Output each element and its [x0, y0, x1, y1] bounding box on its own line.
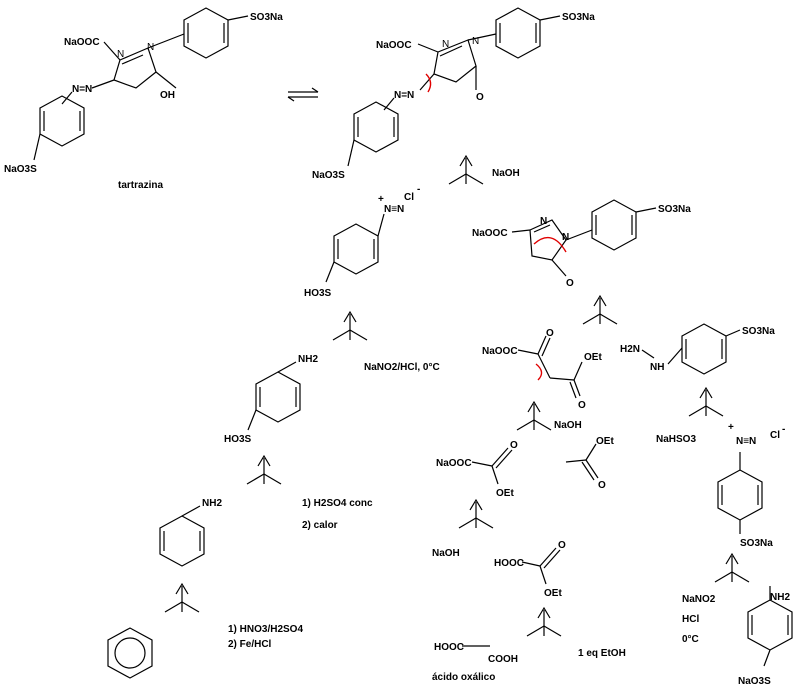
ketoester-structure: NaOOC O OEt O	[482, 328, 602, 411]
middle-step4-arrow	[582, 294, 618, 325]
sodium-ester-salt-label: NaOOC	[436, 458, 472, 469]
pyrazolone-o-label: O	[566, 278, 574, 289]
keto-n2-label: N	[442, 39, 449, 50]
ethyl-acetate-o-label: O	[598, 480, 606, 491]
left-step2-arrow	[246, 454, 282, 485]
monoester-acid-label: HOOC	[494, 558, 524, 569]
ethyl-acetate-structure: OEt O	[565, 436, 614, 491]
benzene-structure	[107, 627, 153, 679]
sulfanilic-diazonium-structure: N≡N + Cl - HO3S	[304, 184, 420, 299]
diazonium-anion-label: Cl	[404, 192, 414, 203]
middle-step3-arrow	[516, 400, 552, 431]
enol-n2-label: N	[117, 49, 124, 60]
keto-carbonyl-o-label: O	[476, 92, 484, 103]
left-step1-reagent-1: 1) HNO3/H2SO4	[228, 624, 303, 635]
hydrazine-nh-label: NH	[650, 362, 664, 373]
right-sulfanilate-structure: NH2 NaO3S	[738, 586, 793, 687]
hydrazine-h2n-label: H2N	[620, 344, 640, 355]
pyrazolone-structure: N N NaOOC O SO3Na	[472, 199, 691, 289]
ketoester-o2-label: O	[578, 400, 586, 411]
diazonium-anion-charge-label: -	[417, 184, 420, 195]
diazonium-ho3s-label: HO3S	[304, 288, 332, 299]
hydrazine-structure: H2N NH SO3Na	[620, 323, 775, 375]
oxalic-acid-name: ácido oxálico	[432, 672, 495, 683]
right-step1-arrow	[714, 552, 750, 583]
keto-carboxylate-label: NaOOC	[376, 40, 412, 51]
middle-step3-reagent: NaOH	[554, 420, 582, 431]
left-step4-reagent: NaOH	[492, 168, 520, 179]
left-step3-arrow	[332, 310, 368, 341]
pyrazolone-n2-label: N	[540, 216, 547, 227]
keto-azo-label: N=N	[394, 90, 414, 101]
sulfanilic-acid-structure: NH2 HO3S	[224, 354, 318, 445]
right-diazonium-charge-label: +	[728, 422, 734, 433]
pyrazolone-sulfonate-label: SO3Na	[658, 204, 691, 215]
middle-step2-reagent: NaOH	[432, 548, 460, 559]
tautomer-equilibrium-arrows	[287, 87, 319, 102]
middle-step1-arrow	[526, 606, 562, 637]
aniline-nh2-label: NH2	[202, 498, 222, 509]
diazonium-charge-label: +	[378, 194, 384, 205]
sulfanilic-nh2-label: NH2	[298, 354, 318, 365]
monoester-o-label: O	[558, 540, 566, 551]
right-sulfonate-label: NaO3S	[738, 676, 771, 687]
ethyl-acetate-oet-label: OEt	[596, 436, 614, 447]
hydrazine-sulfonate-label: SO3Na	[742, 326, 775, 337]
enol-azo-label: N=N	[72, 84, 92, 95]
left-step1-arrow	[164, 582, 200, 613]
enol-aryl-sulfonate-label: SO3Na	[250, 12, 283, 23]
oxalic-acid-structure: HOOC COOH	[434, 642, 518, 665]
middle-step1-reagent: 1 eq EtOH	[578, 648, 626, 659]
left-step1-reagent-2: 2) Fe/HCl	[228, 639, 272, 650]
left-step3-reagent: NaNO2/HCl, 0°C	[364, 362, 440, 373]
keto-n1-label: N	[472, 36, 479, 47]
enol-carboxylate-label: NaOOC	[64, 37, 100, 48]
ketoester-oet-label: OEt	[584, 352, 602, 363]
keto-aryl-sulfonate-label: SO3Na	[562, 12, 595, 23]
oxalic-label-b: COOH	[488, 654, 518, 665]
monoethyl-oxalate-structure: HOOC O OEt	[494, 540, 566, 599]
left-step4-arrow	[448, 154, 484, 185]
left-step2-reagent-2: 2) calor	[302, 520, 338, 531]
enol-bottom-sulfonate-label: NaO3S	[4, 164, 37, 175]
right-step2-reagent: NaHSO3	[656, 434, 696, 445]
ketoester-salt-label: NaOOC	[482, 346, 518, 357]
right-diazonium-anion-charge-label: -	[782, 424, 785, 435]
right-step1-reagent-2: HCl	[682, 614, 699, 625]
enol-hydroxyl-label: OH	[160, 90, 175, 101]
monoester-oet-label: OEt	[544, 588, 562, 599]
sulfanilic-ho3s-label: HO3S	[224, 434, 252, 445]
sodium-ester-o-label: O	[510, 440, 518, 451]
tartrazine-keto-structure: N N NaOOC O SO3Na N=N NaO3S	[312, 7, 595, 181]
sodium-ethyl-oxalate-structure: NaOOC O OEt	[436, 440, 518, 499]
pyrazolone-n1-label: N	[562, 232, 569, 243]
middle-step2-arrow	[458, 498, 494, 529]
right-aniline-nh2-label: NH2	[770, 592, 790, 603]
left-step2-reagent-1: 1) H2SO4 conc	[302, 498, 373, 509]
oxalic-label-a: HOOC	[434, 642, 464, 653]
pyrazolone-salt-label: NaOOC	[472, 228, 508, 239]
right-step2-arrow	[688, 386, 724, 417]
right-diazonium-sulfonate-label: SO3Na	[740, 538, 773, 549]
sodium-ester-oet-label: OEt	[496, 488, 514, 499]
tartrazine-name: tartrazina	[118, 180, 163, 191]
ketoester-o1-label: O	[546, 328, 554, 339]
keto-bottom-sulfonate-label: NaO3S	[312, 170, 345, 181]
aniline-structure: NH2	[159, 498, 222, 567]
right-diazonium-anion-label: Cl	[770, 430, 780, 441]
tartrazine-enol-structure: N N NaOOC OH SO3Na N=N NaO3S	[4, 7, 283, 175]
right-step1-reagent-3: 0°C	[682, 634, 699, 645]
right-diazonium-cation-label: N≡N	[736, 436, 756, 447]
right-diazonium-structure: N≡N + Cl - SO3Na	[717, 422, 785, 549]
right-step1-reagent-1: NaNO2	[682, 594, 716, 605]
diazonium-cation-label: N≡N	[384, 204, 404, 215]
